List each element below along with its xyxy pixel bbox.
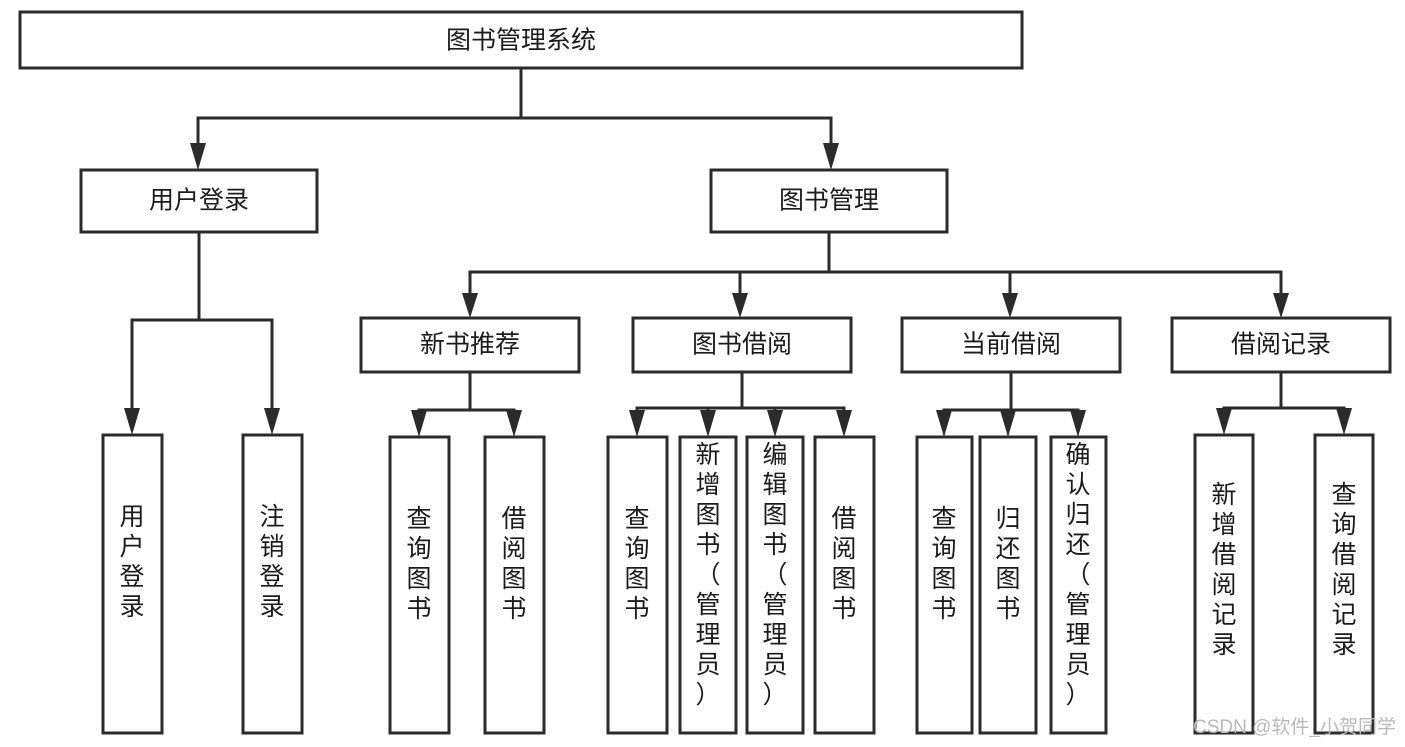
node-root-label: 图书管理系统 (446, 27, 596, 55)
leaf-query-book-borrow-label: 查询图书 (624, 505, 649, 623)
leaf-user-login-box[interactable] (101, 433, 164, 735)
connector-root-to-level2 (196, 66, 833, 145)
arrow-to-bookborrow (732, 293, 748, 318)
leaf-query-book-borrow-box[interactable] (606, 435, 669, 735)
leaf-edit-book-admin-box[interactable] (745, 435, 805, 735)
connector-books-to-level3 (468, 230, 1283, 295)
arrow-to-leaf-query-record (1336, 408, 1352, 435)
arrow-to-leaf-query-book-1 (411, 410, 427, 437)
leaf-query-book-newbook[interactable]: 查询图书 (388, 435, 451, 735)
leaf-add-book-admin-box[interactable] (678, 435, 738, 735)
leaf-borrow-book-newbook-label: 借阅图书 (501, 505, 526, 623)
arrow-to-book-mgmt (823, 143, 839, 170)
leaf-borrow-book-newbook-box[interactable] (483, 435, 546, 735)
node-new-book-recommend-label: 新书推荐 (420, 331, 520, 359)
leaf-add-book-admin[interactable]: 新增图书（管理员） (678, 435, 738, 735)
node-book-management[interactable]: 图书管理 (709, 168, 949, 234)
leaf-borrow-book-borrow-label: 借阅图书 (831, 505, 856, 623)
node-root-box[interactable] (18, 10, 1024, 70)
leaf-logout[interactable]: 注销登录 (241, 433, 304, 735)
arrow-to-leaf-user-login (124, 408, 140, 435)
node-root[interactable]: 图书管理系统 (18, 10, 1024, 70)
node-user-login[interactable]: 用户登录 (79, 168, 319, 234)
arrow-to-leaf-add-record (1216, 408, 1232, 435)
node-book-management-box[interactable] (709, 168, 949, 234)
arrow-to-records (1273, 293, 1289, 318)
arrow-to-user-login (190, 143, 206, 170)
node-borrow-records-box[interactable] (1170, 316, 1392, 374)
leaf-return-book[interactable]: 归还图书 (978, 435, 1038, 735)
leaf-query-book-current-box[interactable] (915, 435, 974, 735)
node-current-borrow-label: 当前借阅 (961, 331, 1061, 359)
connector-current-to-leaves (942, 370, 1080, 414)
node-current-borrow-box[interactable] (900, 316, 1122, 374)
leaf-query-borrow-record-box[interactable] (1313, 433, 1375, 735)
arrow-to-leaf-confirm-return (1070, 410, 1086, 437)
leaf-return-book-label: 归还图书 (995, 505, 1020, 623)
arrow-to-leaf-add-book (700, 410, 716, 437)
arrow-to-leaf-borrow-book-2 (836, 410, 852, 437)
csdn-watermark: CSDN @软件_小贺同学 (1193, 716, 1396, 738)
leaf-add-book-admin-label: 新增图书（管理员） (695, 441, 720, 709)
leaf-borrow-book-borrow[interactable]: 借阅图书 (813, 435, 876, 735)
arrowhead-layer (124, 143, 1352, 437)
connector-userlogin-to-leaves (130, 230, 274, 412)
arrow-to-leaf-query-book-2 (629, 410, 645, 437)
leaf-query-book-newbook-box[interactable] (388, 435, 451, 735)
arrow-to-current (1002, 293, 1018, 318)
node-book-borrow-box[interactable] (631, 316, 853, 374)
leaf-user-login[interactable]: 用户登录 (101, 433, 164, 735)
leaf-query-borrow-record-label: 查询借阅记录 (1331, 481, 1356, 659)
leaf-query-book-newbook-label: 查询图书 (406, 505, 431, 623)
node-book-management-label: 图书管理 (779, 187, 879, 215)
leaf-add-borrow-record-box[interactable] (1193, 433, 1255, 735)
leaf-logout-box[interactable] (241, 433, 304, 735)
leaf-edit-book-admin[interactable]: 编辑图书（管理员） (745, 435, 805, 735)
node-user-login-label: 用户登录 (149, 187, 249, 215)
arrow-to-leaf-query-book-3 (936, 410, 952, 437)
leaf-confirm-return-admin-box[interactable] (1049, 435, 1108, 735)
node-user-login-box[interactable] (79, 168, 319, 234)
leaf-borrow-book-borrow-box[interactable] (813, 435, 876, 735)
node-new-book-recommend-box[interactable] (359, 316, 581, 374)
leaf-query-book-current[interactable]: 查询图书 (915, 435, 974, 735)
leaf-edit-book-admin-label: 编辑图书（管理员） (762, 441, 787, 709)
leaf-confirm-return-admin[interactable]: 确认归还（管理员） (1049, 435, 1108, 735)
node-borrow-records[interactable]: 借阅记录 (1170, 316, 1392, 374)
leaf-query-book-current-label: 查询图书 (931, 505, 956, 623)
node-book-borrow[interactable]: 图书借阅 (631, 316, 853, 374)
node-current-borrow[interactable]: 当前借阅 (900, 316, 1122, 374)
leaf-user-login-label: 用户登录 (119, 503, 144, 621)
leaf-return-book-box[interactable] (978, 435, 1038, 735)
arrow-to-leaf-edit-book (767, 410, 783, 437)
connector-borrow-to-leaves (635, 370, 846, 414)
arrow-to-newbook (462, 293, 478, 318)
connector-newbook-to-leaves (417, 370, 516, 414)
node-new-book-recommend[interactable]: 新书推荐 (359, 316, 581, 374)
arrow-to-leaf-return-book (1000, 410, 1016, 437)
arrow-to-leaf-logout (264, 408, 280, 435)
leaf-borrow-book-newbook[interactable]: 借阅图书 (483, 435, 546, 735)
leaf-add-borrow-record-label: 新增借阅记录 (1211, 481, 1236, 659)
connector-records-to-leaves (1222, 370, 1346, 412)
leaf-add-borrow-record[interactable]: 新增借阅记录 (1193, 433, 1255, 735)
leaf-logout-label: 注销登录 (259, 503, 284, 621)
node-book-borrow-label: 图书借阅 (692, 331, 792, 359)
arrow-to-leaf-borrow-book-1 (506, 410, 522, 437)
leaf-query-book-borrow[interactable]: 查询图书 (606, 435, 669, 735)
node-borrow-records-label: 借阅记录 (1231, 331, 1331, 359)
leaf-query-borrow-record[interactable]: 查询借阅记录 (1313, 433, 1375, 735)
leaf-confirm-return-admin-label: 确认归还（管理员） (1065, 441, 1090, 709)
connector-layer (130, 66, 1346, 414)
